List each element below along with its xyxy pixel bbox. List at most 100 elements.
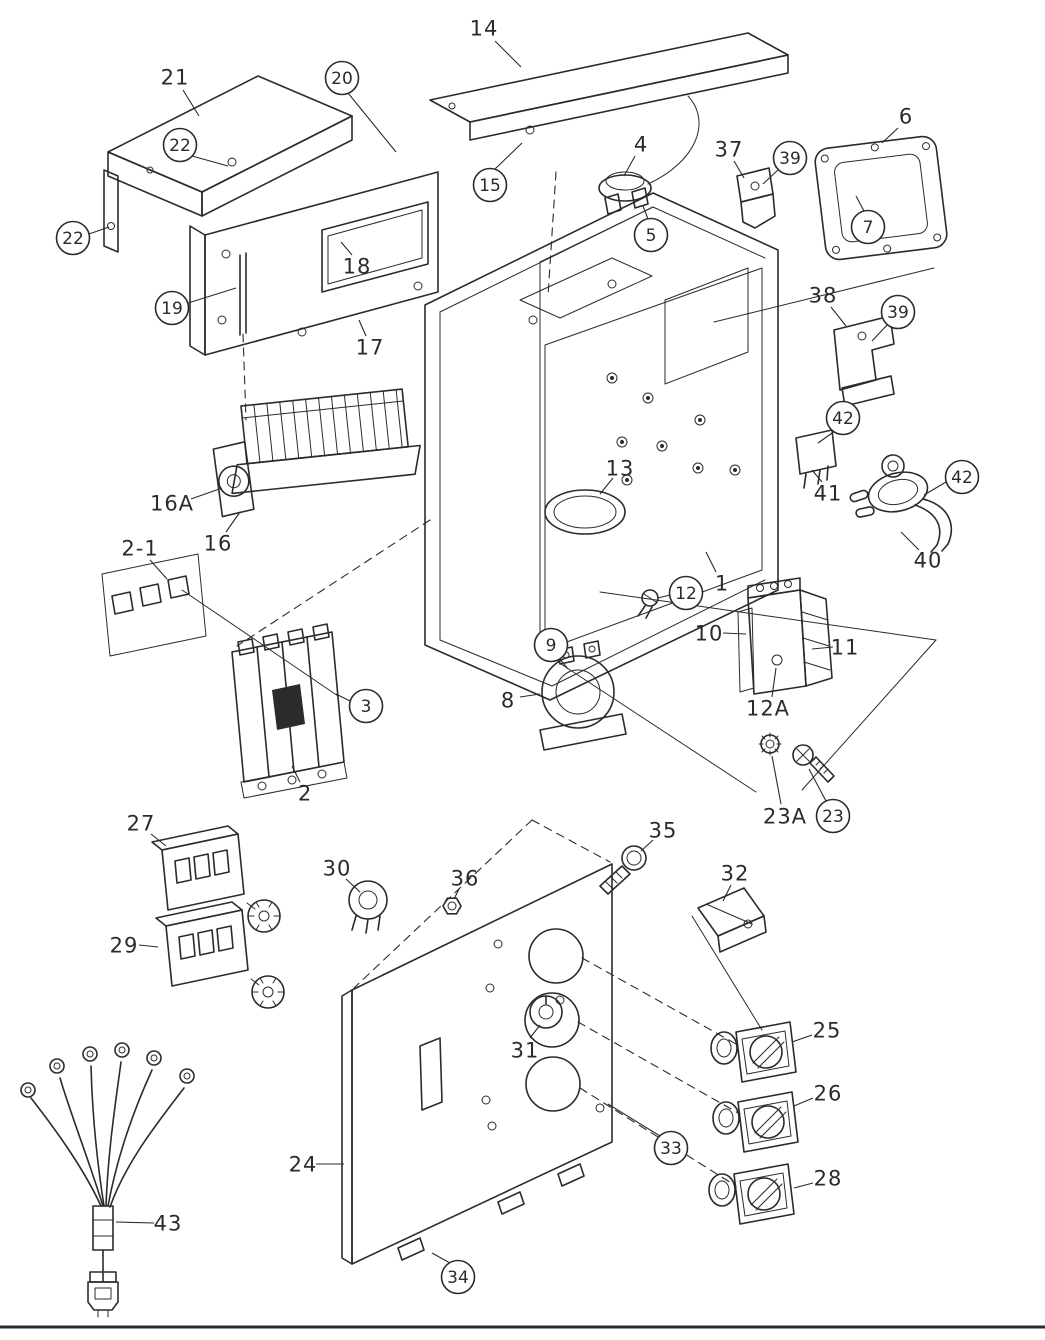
upper-bracket-drawing xyxy=(736,167,776,229)
contactor-drawing xyxy=(737,577,833,695)
part-label-2-1: 2-1 xyxy=(121,537,168,580)
pilot-lamp-26-drawing xyxy=(712,1091,799,1153)
part-label-33: 33 xyxy=(607,1103,689,1166)
part-label-16: 16 xyxy=(204,511,241,556)
lock-washer-drawing xyxy=(758,732,782,756)
front-panel-drawing xyxy=(341,863,613,1265)
circuit-breaker-drawing xyxy=(231,623,348,799)
callout-circle xyxy=(533,627,569,663)
svg-text:42: 42 xyxy=(832,409,854,429)
svg-text:18: 18 xyxy=(343,255,372,279)
wiring-harness-drawing xyxy=(20,1042,195,1318)
part-label-8: 8 xyxy=(501,689,541,713)
callout-circle xyxy=(162,127,198,163)
part-label-38: 38 xyxy=(809,284,847,327)
part-label-42-b: 42 xyxy=(923,459,980,496)
svg-text:43: 43 xyxy=(154,1212,183,1236)
callout-circle xyxy=(440,1259,476,1295)
callout-circle xyxy=(825,400,861,436)
svg-text:25: 25 xyxy=(813,1019,842,1043)
part-label-20: 20 xyxy=(324,60,397,153)
callout-circle xyxy=(55,220,91,256)
part-label-29: 29 xyxy=(110,934,159,958)
part-label-11: 11 xyxy=(811,636,860,660)
cord-clamp-drawing xyxy=(598,95,700,215)
callout-circle xyxy=(324,60,360,96)
part-label-41: 41 xyxy=(811,469,843,506)
svg-text:29: 29 xyxy=(110,934,139,958)
callout-circle xyxy=(850,209,886,245)
key-switch-drawing xyxy=(529,995,565,1029)
callout-circle xyxy=(668,575,704,611)
svg-text:35: 35 xyxy=(649,819,678,843)
potentiometer-drawing xyxy=(348,880,388,934)
nut-drawing xyxy=(442,897,462,915)
svg-text:11: 11 xyxy=(831,636,860,660)
stepped-bracket-drawing xyxy=(833,315,895,407)
terminal-bracket-drawing xyxy=(101,553,207,657)
projection-lines xyxy=(181,171,937,1187)
part-label-15: 15 xyxy=(472,142,523,203)
part-label-42-a: 42 xyxy=(817,400,861,444)
part-label-2: 2 xyxy=(291,765,312,806)
corner-cover-drawing xyxy=(103,75,353,253)
svg-text:39: 39 xyxy=(887,303,909,323)
part-label-12: 12 xyxy=(657,575,704,611)
screw-35-drawing xyxy=(599,845,647,895)
svg-text:27: 27 xyxy=(127,812,156,836)
svg-text:1: 1 xyxy=(715,572,729,596)
part-label-13: 13 xyxy=(599,457,633,495)
chassis-frame-drawing xyxy=(189,171,439,356)
part-label-37: 37 xyxy=(715,138,745,179)
svg-text:30: 30 xyxy=(323,857,352,881)
svg-text:17: 17 xyxy=(356,336,385,360)
gasket-frame-drawing xyxy=(814,135,948,261)
callout-circle xyxy=(348,688,384,724)
svg-text:41: 41 xyxy=(814,482,843,506)
part-label-26: 26 xyxy=(793,1082,841,1107)
svg-text:10: 10 xyxy=(695,622,724,646)
svg-text:3: 3 xyxy=(361,697,372,717)
part-label-4: 4 xyxy=(623,133,647,177)
svg-text:40: 40 xyxy=(914,549,943,573)
svg-text:19: 19 xyxy=(161,299,183,319)
svg-text:16: 16 xyxy=(204,532,233,556)
counter-lower-drawing xyxy=(155,901,285,1009)
svg-text:12A: 12A xyxy=(746,697,790,721)
part-label-23: 23 xyxy=(808,768,851,834)
callout-circle xyxy=(815,798,851,834)
svg-text:9: 9 xyxy=(546,636,557,656)
svg-text:8: 8 xyxy=(501,689,515,713)
pilot-lamp-28-drawing xyxy=(708,1163,795,1225)
svg-text:22: 22 xyxy=(169,136,191,156)
part-label-31: 31 xyxy=(511,1024,541,1063)
part-label-22-a: 22 xyxy=(162,127,229,167)
part-label-36: 36 xyxy=(451,867,480,900)
screw-12-drawing xyxy=(637,589,659,619)
part-label-19: 19 xyxy=(154,287,237,326)
part-label-28: 28 xyxy=(793,1167,841,1191)
svg-text:24: 24 xyxy=(289,1153,318,1177)
svg-text:15: 15 xyxy=(479,176,501,196)
svg-text:2-1: 2-1 xyxy=(121,537,158,561)
callout-circle xyxy=(772,140,808,176)
part-label-27: 27 xyxy=(127,812,167,847)
part-label-35: 35 xyxy=(640,819,678,852)
svg-text:36: 36 xyxy=(451,867,480,891)
part-label-23A: 23A xyxy=(763,755,806,829)
svg-text:12: 12 xyxy=(675,584,697,604)
svg-text:33: 33 xyxy=(660,1139,682,1159)
svg-text:2: 2 xyxy=(298,782,312,806)
pilot-lamp-25-drawing xyxy=(710,1021,797,1083)
part-label-25: 25 xyxy=(791,1019,842,1043)
callout-circle xyxy=(472,167,508,203)
svg-text:39: 39 xyxy=(779,149,801,169)
part-label-17: 17 xyxy=(356,319,385,360)
svg-text:38: 38 xyxy=(809,284,838,308)
part-label-14: 14 xyxy=(470,17,522,68)
enclosure-box-drawing xyxy=(424,192,779,701)
svg-text:21: 21 xyxy=(161,66,190,90)
